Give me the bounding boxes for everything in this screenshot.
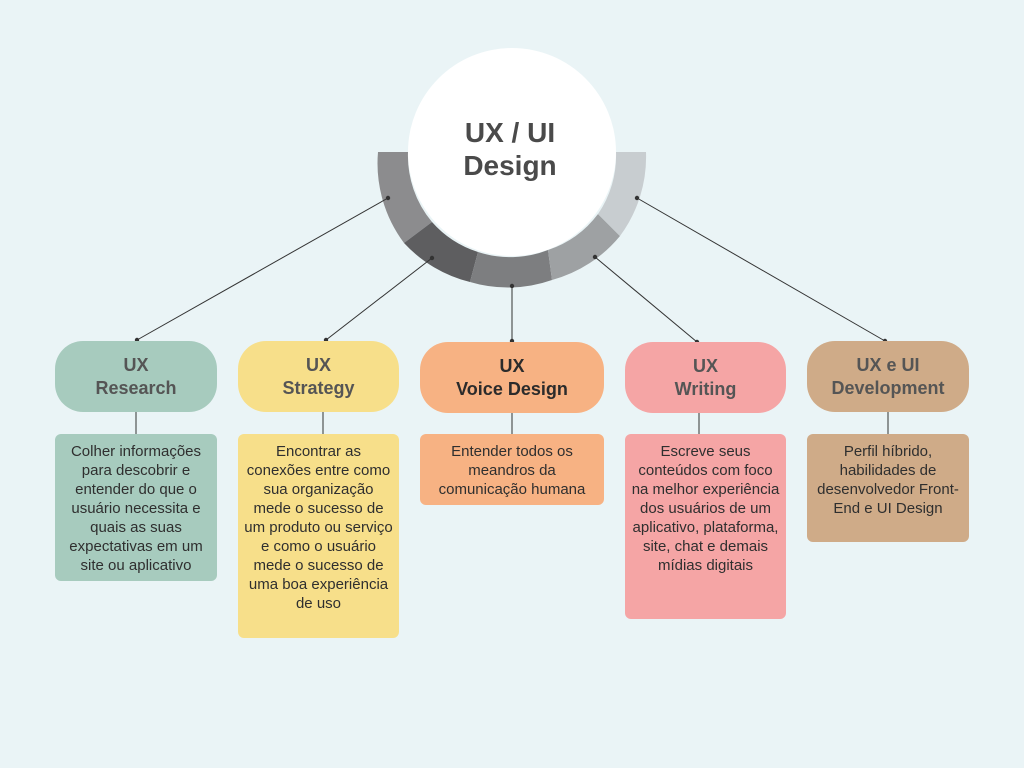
node-ux-writing: UX Writing	[625, 342, 786, 413]
node-ux-ui-development: UX e UI Development	[807, 341, 969, 412]
node-title-line2: Voice Design	[456, 378, 568, 399]
ring-segment-strategy	[404, 222, 478, 282]
connector-writing	[594, 256, 698, 343]
connector-strategy	[325, 257, 433, 341]
ring-segment-development	[598, 152, 647, 236]
description-ux-research: Colher informações para descobrir e ente…	[55, 434, 217, 581]
description-ux-writing: Escreve seus conteúdos com foco na melho…	[625, 434, 786, 619]
ring-segment-research	[377, 152, 432, 243]
connector-dot	[429, 255, 435, 261]
description-ux-voice-design: Entender todos os meandros da comunicaçã…	[420, 434, 604, 505]
node-title-line1: UX e UI	[856, 354, 920, 375]
center-title-line1: UX / UI	[464, 117, 556, 148]
ring-segment-voice	[470, 250, 552, 288]
connector-dot	[592, 254, 598, 260]
center-title: UX / UI Design	[430, 116, 590, 182]
connector-research	[136, 197, 389, 341]
node-title-line2: Writing	[674, 378, 737, 399]
node-title-line1: UX	[499, 355, 525, 376]
node-ux-voice-design: UX Voice Design	[420, 342, 604, 413]
connector-dot	[634, 195, 640, 201]
description-ux-ui-development: Perfil híbrido, habilidades de desenvolv…	[807, 434, 969, 542]
description-ux-strategy: Encontrar as conexões entre como sua org…	[238, 434, 399, 638]
node-ux-strategy: UX Strategy	[238, 341, 399, 412]
center-title-line2: Design	[463, 150, 557, 181]
node-title-line1: UX	[123, 354, 149, 375]
connector-dot	[509, 283, 515, 289]
center-circle	[408, 48, 616, 256]
node-ux-research: UX Research	[55, 341, 217, 412]
ring-segment-writing	[548, 214, 620, 280]
connector-development	[636, 197, 886, 342]
node-title-line2: Strategy	[282, 377, 355, 398]
node-title-line1: UX	[692, 355, 718, 376]
node-title-line2: Development	[831, 377, 945, 398]
connector-dot	[385, 195, 391, 201]
node-title-line1: UX	[305, 354, 331, 375]
node-title-line2: Research	[95, 377, 177, 398]
